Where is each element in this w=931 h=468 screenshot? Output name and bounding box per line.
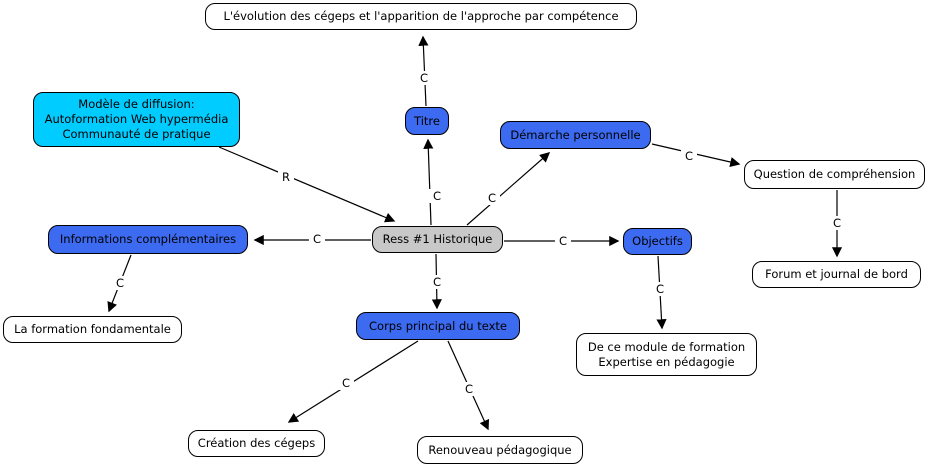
edge-label-ress-to-objectifs[interactable]: C bbox=[554, 234, 572, 248]
edge-label-ress-to-corps[interactable]: C bbox=[428, 275, 446, 289]
edge-label-ress-to-demarche[interactable]: C bbox=[483, 191, 501, 205]
node-corps[interactable]: Corps principal du texte bbox=[356, 312, 520, 340]
node-titre[interactable]: Titre bbox=[405, 107, 449, 135]
node-forum[interactable]: Forum et journal de bord bbox=[752, 261, 921, 288]
edge-label-informations-to-formation[interactable]: C bbox=[111, 276, 129, 290]
edge-label-demarche-to-question[interactable]: C bbox=[680, 149, 698, 163]
node-creation[interactable]: Création des cégeps bbox=[188, 430, 325, 457]
edge-label-ress-to-titre[interactable]: C bbox=[428, 189, 446, 203]
node-modele-diffusion[interactable]: Modèle de diffusion: Autoformation Web h… bbox=[33, 92, 240, 147]
edge-ress-to-titre bbox=[423, 138, 434, 226]
node-formation[interactable]: La formation fondamentale bbox=[3, 316, 182, 343]
node-evolution[interactable]: L'évolution des cégeps et l'apparition d… bbox=[205, 3, 637, 30]
edge-label-question-to-forum[interactable]: C bbox=[828, 216, 846, 230]
edge-ress-to-demarche bbox=[466, 152, 551, 226]
node-demarche[interactable]: Démarche personnelle bbox=[500, 121, 651, 149]
edge-label-corps-to-renouveau[interactable]: C bbox=[460, 382, 478, 396]
edge-label-corps-to-creation[interactable]: C bbox=[337, 376, 355, 390]
node-objectifs[interactable]: Objectifs bbox=[623, 228, 692, 255]
edge-label-objectifs-to-module[interactable]: C bbox=[651, 282, 669, 296]
edge-label-modele-diffusion-to-ress[interactable]: R bbox=[278, 170, 294, 184]
edge-label-titre-to-evolution[interactable]: C bbox=[415, 71, 433, 85]
node-informations[interactable]: Informations complémentaires bbox=[48, 225, 248, 254]
node-ress[interactable]: Ress #1 Historique bbox=[372, 226, 503, 253]
node-module[interactable]: De ce module de formation Expertise en p… bbox=[576, 333, 757, 376]
node-renouveau[interactable]: Renouveau pédagogique bbox=[417, 436, 583, 464]
node-question[interactable]: Question de compréhension bbox=[744, 160, 925, 189]
edge-modele-diffusion-to-ress bbox=[218, 146, 396, 223]
edge-label-ress-to-informations[interactable]: C bbox=[308, 232, 326, 246]
